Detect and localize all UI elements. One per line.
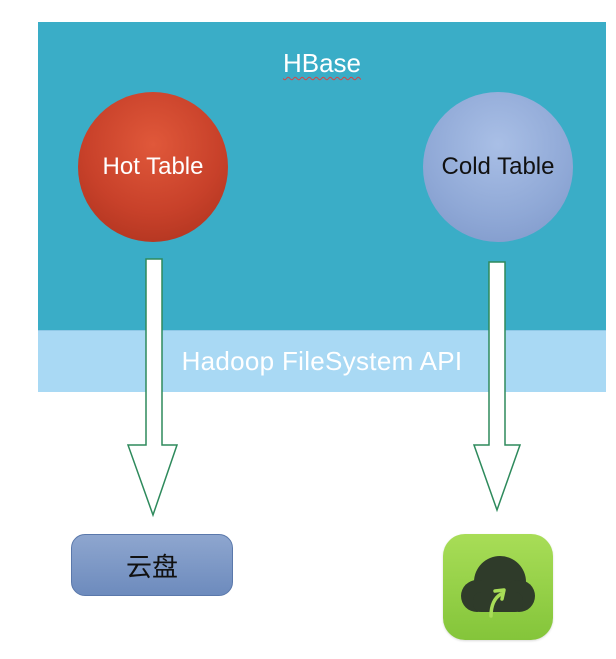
cold-table-label: Cold Table xyxy=(441,153,555,180)
hot-table-node: Hot Table xyxy=(78,92,228,242)
cloud-upload-icon xyxy=(461,556,535,618)
cold-table-node: Cold Table xyxy=(423,92,573,242)
cold-to-app-arrow xyxy=(472,261,522,513)
hbase-title: HBase xyxy=(282,48,362,78)
cloud-storage-app-icon xyxy=(443,534,553,640)
hot-table-label: Hot Table xyxy=(102,153,204,180)
cloud-disk-label: 云盘 xyxy=(125,552,178,583)
hadoop-filesystem-api-label: Hadoop FileSystem API xyxy=(181,346,463,376)
cloud-disk-node: 云盘 xyxy=(71,534,233,596)
hot-to-cloud-disk-arrow xyxy=(126,258,179,518)
hadoop-filesystem-api-layer: Hadoop FileSystem API xyxy=(38,330,606,392)
